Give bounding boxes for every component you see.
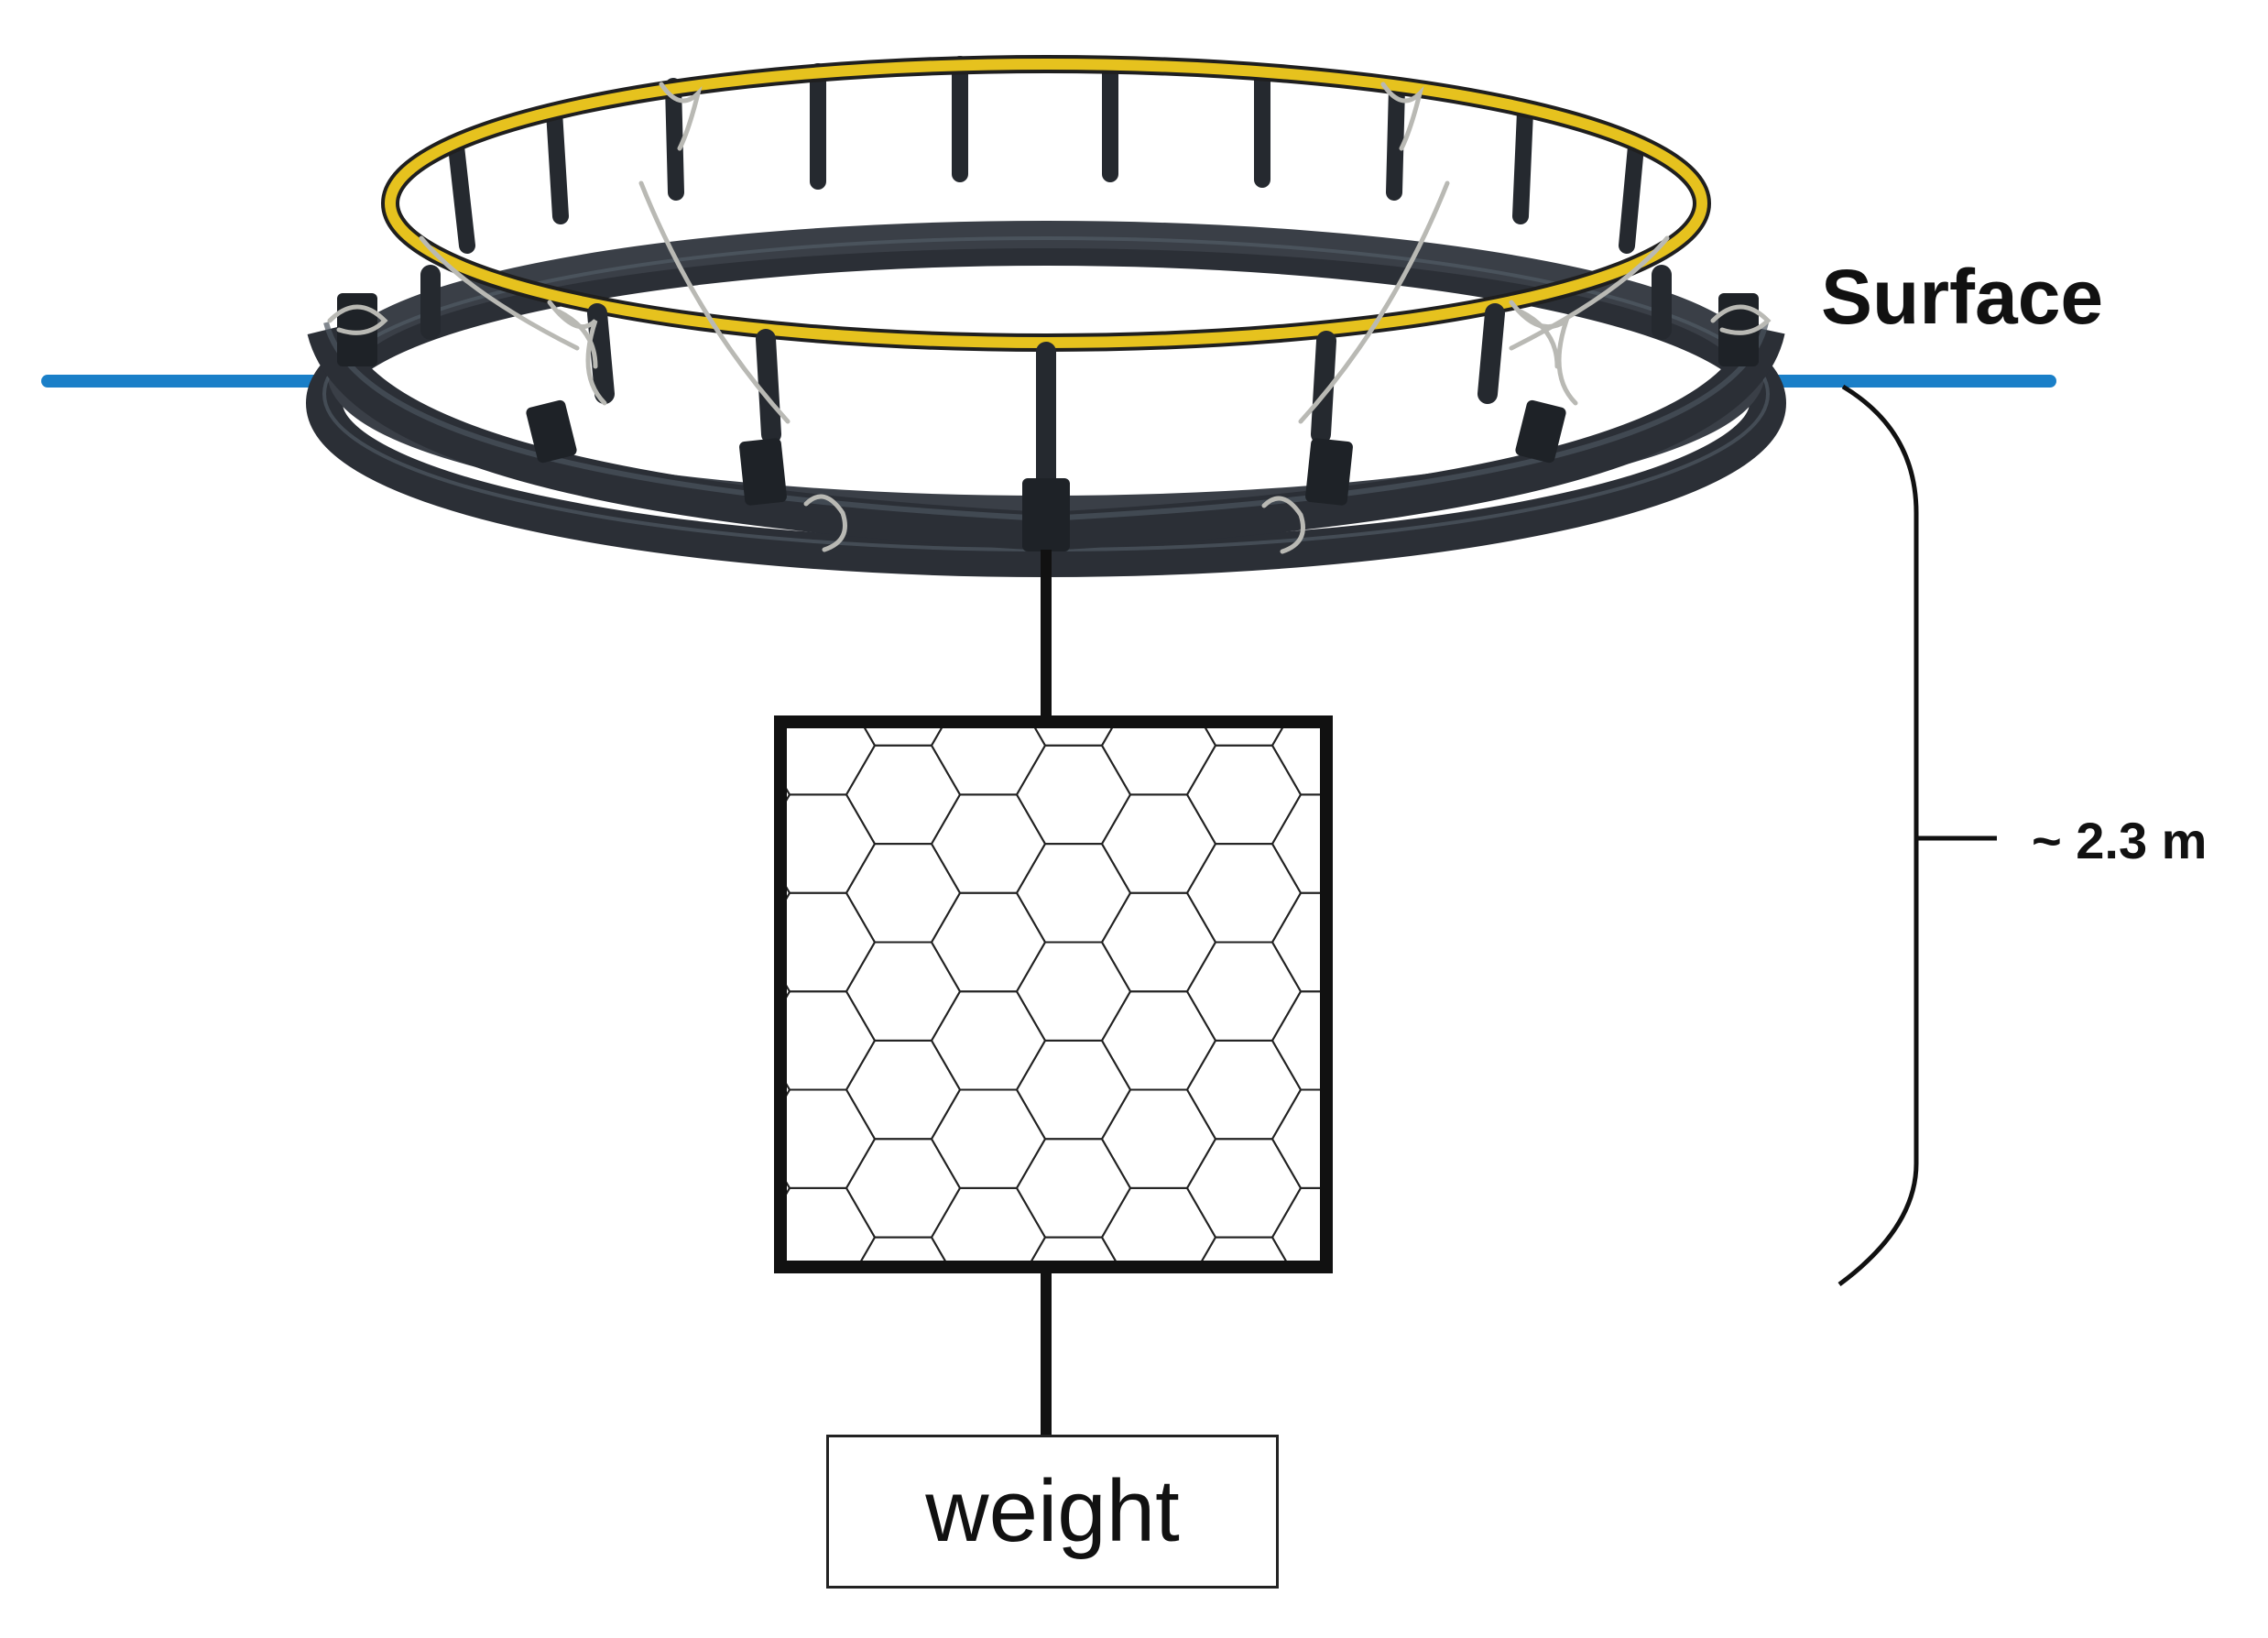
net-mesh-cell [1443, 1090, 1556, 1188]
net-mesh-cell [1443, 794, 1556, 892]
net-mesh-cell [1270, 722, 1326, 796]
net-mesh-cell [1443, 1286, 1556, 1384]
net-mesh-cell [1443, 696, 1556, 794]
net-mesh-cell [1443, 893, 1556, 991]
depth-brace-icon [1837, 384, 1919, 1287]
net-mesh-cell [780, 1170, 791, 1207]
floating-ring-icon [306, 55, 1786, 577]
net-mesh-cell [1270, 891, 1326, 993]
net-mesh-cell [1187, 1336, 1301, 1434]
net-mesh-cell [1443, 1188, 1556, 1286]
weight-label: weight [925, 1462, 1180, 1560]
net-mesh-cell [1272, 1286, 1386, 1384]
net-mesh-cell [1270, 1186, 1326, 1267]
net-mesh-cell [780, 973, 791, 1010]
net-mesh-cell [1270, 1088, 1326, 1189]
net-mesh-cell [1358, 1139, 1471, 1237]
net-mesh-cell [1358, 1238, 1471, 1336]
net-mesh-cell [1272, 1385, 1386, 1483]
net-mesh-cell [1358, 647, 1471, 745]
surface-label: Surface [1821, 254, 2104, 340]
net-mesh-cell [676, 647, 790, 745]
net-mesh-cell [676, 1336, 790, 1434]
net-mesh-cell [1358, 844, 1471, 942]
weight-box: weight [826, 1435, 1279, 1589]
net-mesh-cell [1443, 1385, 1556, 1483]
net-mesh-cell [1358, 746, 1471, 844]
net-mesh-cell [1443, 991, 1556, 1089]
net-mesh-cell [1270, 990, 1326, 1091]
net-mesh-cell [780, 875, 791, 912]
net-panel-icon [676, 647, 1556, 1483]
net-mesh-cell [780, 1072, 791, 1108]
net-mesh-cell [780, 777, 791, 813]
net-mesh-cell [761, 1286, 875, 1384]
net-mesh-cell [1358, 943, 1471, 1041]
net-mesh-cell [932, 1286, 1045, 1384]
depth-label: ~ 2.3 m [2032, 812, 2208, 869]
net-mesh-cell [676, 1238, 790, 1336]
net-mesh-cell [1270, 793, 1326, 894]
net-mesh-cell [846, 1336, 960, 1434]
net-mesh-cell [1017, 1336, 1130, 1434]
net-mesh-cell [1102, 1286, 1216, 1384]
net-mesh-cell [1358, 1336, 1471, 1434]
net-mesh-cell [1358, 1041, 1471, 1139]
